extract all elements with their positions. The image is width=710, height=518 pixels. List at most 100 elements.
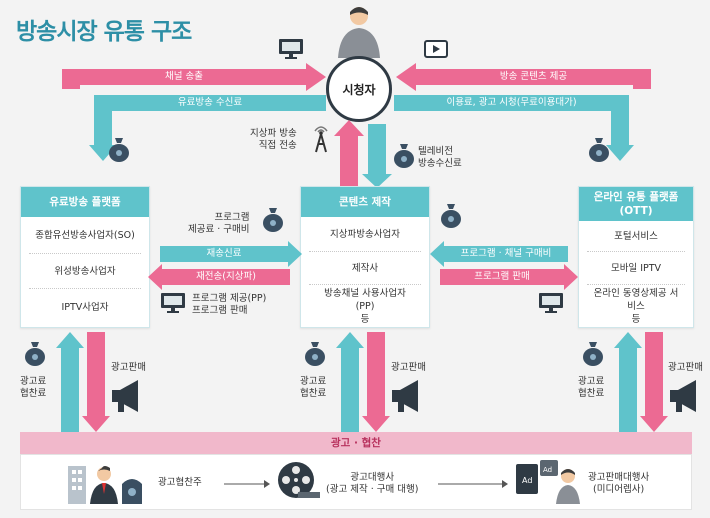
- ad-fee-label-2: 광고료 협찬료: [300, 376, 327, 399]
- arrow-right-icon: [438, 480, 508, 488]
- ott-platform-box: 온라인 유통 플랫폼(OTT) 포털서비스 모바일 IPTV 온라인 동영상제공…: [578, 186, 694, 328]
- teal-arrow-down-right-icon: [606, 145, 634, 161]
- play-icon: [424, 40, 448, 58]
- megaphone-icon: [392, 380, 418, 412]
- ad-fee-label-3: 광고료 협찬료: [578, 376, 605, 399]
- ad-sale-down-bar-1: [87, 332, 105, 418]
- viewer-circle: 시청자: [326, 56, 392, 122]
- antenna-icon: [314, 126, 328, 153]
- list-item: 제작사: [309, 252, 421, 285]
- left-teal-down: [94, 95, 112, 145]
- teal-arrow-up-icon: [336, 332, 364, 348]
- ad-sale-down-bar-2: [367, 332, 385, 418]
- money-bag-icon: [441, 204, 461, 228]
- retrans-fee-label: 재송신료: [206, 248, 242, 259]
- arrow-to-viewer-right-icon: [396, 63, 416, 91]
- money-bag-icon: [25, 342, 45, 366]
- money-bag-icon: [589, 138, 609, 162]
- list-item: 지상파방송사업자: [309, 217, 421, 252]
- teal-arrow-down-icon: [89, 145, 117, 161]
- ad-sale-label-1: 광고판매: [111, 362, 146, 373]
- tv-license-fee-label: 텔레비전 방송수신료: [418, 146, 462, 169]
- pink-arrow-left-icon: [148, 264, 162, 290]
- ad-sale-label-3: 광고판매: [668, 362, 703, 373]
- money-bag-icon: [263, 208, 283, 232]
- pink-arrow-down-icon: [640, 416, 668, 432]
- program-sale-bar: 프로그램 판매: [440, 269, 564, 285]
- paytv-platform-box: 유료방송 플랫폼 종합유선방송사업자(SO) 위성방송사업자 IPTV사업자: [20, 186, 150, 328]
- right-pink-connector: [633, 69, 651, 89]
- svg-text:Ad: Ad: [543, 466, 552, 474]
- content-supply-bar: 방송 콘텐츠 제공: [416, 69, 651, 85]
- content-production-header: 콘텐츠 제작: [301, 187, 429, 217]
- program-fee-label: 프로그램 제공료 · 구매비: [188, 212, 250, 235]
- channel-broadcast-bar: 채널 송출: [62, 69, 306, 85]
- list-item: IPTV사업자: [61, 301, 109, 313]
- tv-icon: [539, 293, 563, 313]
- pink-arrow-down-icon: [82, 416, 110, 432]
- pink-arrow-down-icon: [362, 416, 390, 432]
- content-production-box: 콘텐츠 제작 지상파방송사업자 제작사 방송채널 사용사업자(PP)등: [300, 186, 430, 328]
- retrans-fee-bar: 재송신료: [160, 246, 288, 262]
- building-icon: [68, 466, 142, 504]
- teal-arrow-right-icon: [288, 241, 302, 267]
- ott-platform-header: 온라인 유통 플랫폼(OTT): [579, 187, 693, 221]
- viewer-label: 시청자: [342, 82, 376, 97]
- paytv-platform-header: 유료방송 플랫폼: [21, 187, 149, 217]
- megaphone-icon: [112, 380, 138, 412]
- program-sale-label: 프로그램 판매: [474, 271, 530, 282]
- ad-fee-up-bar-3: [619, 346, 637, 432]
- tv-icon: [279, 39, 303, 59]
- ad-fee-label-1: 광고료 협찬료: [20, 376, 47, 399]
- teal-arrow-down-center-icon: [362, 174, 392, 188]
- list-item: 위성방송사업자: [29, 254, 141, 289]
- terrestrial-label: 지상파 방송 직접 전송: [250, 128, 297, 151]
- ad-fee-up-bar-2: [341, 346, 359, 432]
- paytv-fee-label: 유료방송 수신료: [177, 97, 243, 108]
- page-title: 방송시장 유통 구조: [16, 19, 192, 45]
- usage-fee-bar: 이용료, 광고 시청(무료이용대가): [394, 95, 629, 111]
- money-bag-icon: [305, 342, 325, 366]
- ad-sale-label-2: 광고판매: [391, 362, 426, 373]
- megaphone-icon: [670, 380, 696, 412]
- arrow-right-icon: [224, 480, 270, 488]
- usage-fee-label: 이용료, 광고 시청(무료이용대가): [446, 97, 577, 108]
- retransmission-bar: 재전송(지상파): [162, 269, 290, 285]
- program-channel-purchase-bar: 프로그램 · 채널 구매비: [444, 246, 568, 262]
- ad-sponsorship-band: 광고 · 협찬: [20, 432, 692, 454]
- pink-arrow-up-icon: [334, 120, 364, 136]
- list-item: 모바일 IPTV: [587, 252, 685, 285]
- person-icon: [338, 7, 380, 58]
- arrow-to-viewer-icon: [306, 63, 326, 91]
- program-supply-label: 프로그램 제공(PP) 프로그램 판매: [192, 293, 267, 316]
- ad-sale-down-bar-3: [645, 332, 663, 418]
- right-teal-down: [611, 95, 629, 145]
- list-item: 포털서비스: [587, 221, 685, 252]
- film-reel-icon: [278, 462, 320, 498]
- media-rep-label: 광고판매대행사(미디어렙사): [588, 472, 650, 495]
- teal-arrow-up-icon: [56, 332, 84, 348]
- ad-fee-up-bar-1: [61, 346, 79, 432]
- center-pink-up: [340, 134, 358, 186]
- money-bag-icon: [583, 342, 603, 366]
- retransmission-label: 재전송(지상파): [196, 271, 256, 282]
- teal-arrow-up-icon: [614, 332, 642, 348]
- channel-broadcast-label: 채널 송출: [165, 71, 203, 82]
- paytv-fee-bar: 유료방송 수신료: [94, 95, 326, 111]
- pink-arrow-right-icon: [564, 264, 578, 290]
- money-bag-icon: [109, 138, 129, 162]
- svg-text:Ad: Ad: [522, 476, 532, 485]
- center-teal-down: [368, 124, 386, 176]
- ad-agency-label: 광고대행사(광고 제작 · 구매 대행): [326, 472, 419, 495]
- media-rep-icon: Ad Ad: [516, 460, 580, 504]
- left-pink-connector: [62, 69, 80, 89]
- list-item: 종합유선방송사업자(SO): [29, 217, 141, 254]
- tv-icon: [161, 293, 185, 313]
- list-item: 방송채널 사용사업자(PP)등: [324, 287, 406, 325]
- money-bag-icon: [394, 144, 414, 168]
- advertiser-label: 광고협찬주: [158, 477, 202, 488]
- teal-arrow-left-icon: [430, 241, 444, 267]
- program-channel-purchase-label: 프로그램 · 채널 구매비: [460, 248, 552, 259]
